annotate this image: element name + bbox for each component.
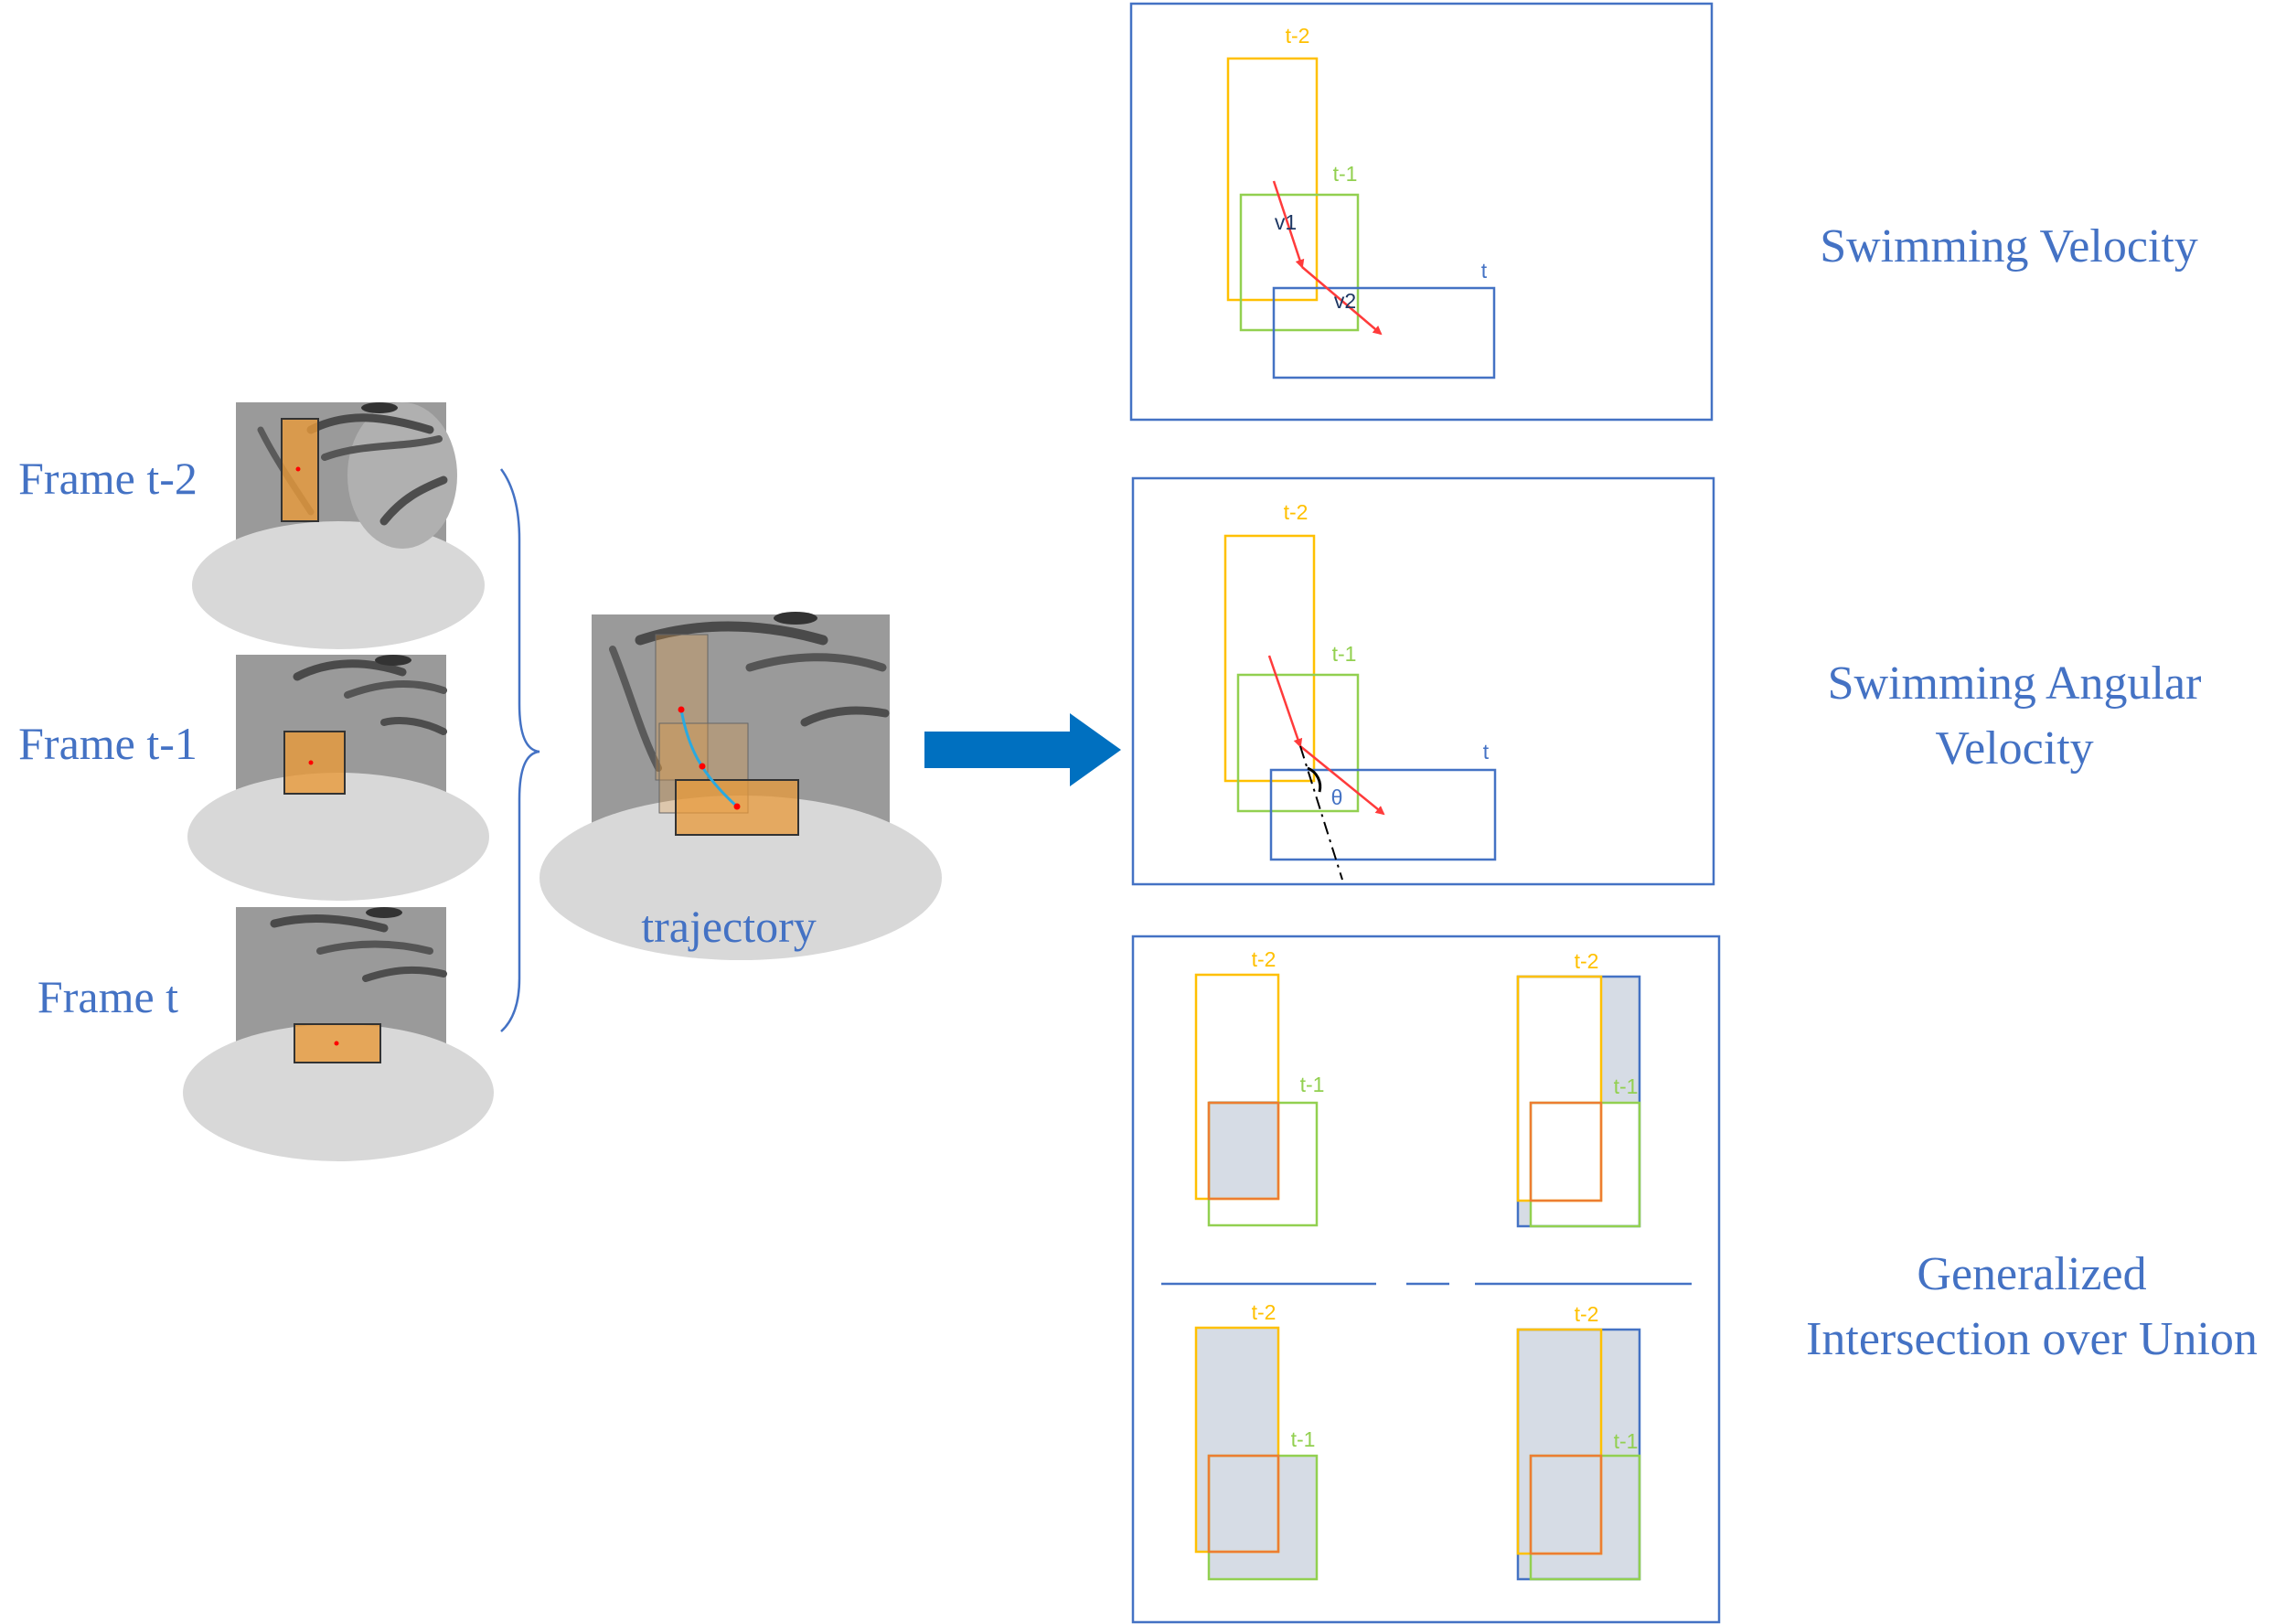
velocity-v2-arrow (1301, 266, 1383, 336)
center-point (334, 1041, 339, 1046)
box-t-1-label: t-1 (1614, 1074, 1639, 1098)
box-t-2-label: t-2 (1252, 947, 1277, 971)
giou-intersection-diagram: t-2 t-1 (1194, 947, 1325, 1227)
giou-hull-total-diagram: t-2 t-1 (1516, 1302, 1641, 1581)
trajectory-curve (679, 709, 739, 808)
extension-line (1299, 745, 1343, 881)
frame-t-label: Frame t (37, 971, 178, 1022)
velocity-v1-arrow (1272, 180, 1305, 269)
center-point (308, 760, 314, 765)
heading-arrow-1 (1267, 655, 1303, 748)
angular-title-line2: Velocity (1935, 722, 2093, 775)
v1-label: v1 (1275, 210, 1297, 234)
detection-box-t-1 (283, 731, 346, 795)
giou-title-line2: Intersection over Union (1806, 1313, 2258, 1365)
box-t-label: t (1481, 259, 1488, 283)
angle-arc (1307, 766, 1322, 793)
velocity-panel: t-2 t-1 t v1 v2 (1129, 2, 1714, 422)
box-t-1-label: t-1 (1332, 642, 1357, 666)
giou-panel: t-2 t-1 t-2 t-1 t-2 t-1 (1131, 935, 1721, 1624)
box-t-1 (1239, 193, 1360, 332)
giou-hull-diagram: t-2 t-1 (1516, 949, 1641, 1228)
frame-t-1-image (187, 655, 489, 901)
box-t-2-label: t-2 (1575, 1302, 1599, 1326)
box-t-label: t (1483, 740, 1490, 764)
theta-label: θ (1331, 785, 1343, 809)
box-t-2 (1226, 57, 1319, 302)
box-t-1-label: t-1 (1614, 1429, 1639, 1453)
grouping-bracket (499, 468, 540, 1032)
box-t-2-label: t-2 (1286, 24, 1310, 48)
v2-label: v2 (1334, 289, 1356, 313)
giou-title-line1: Generalized (1917, 1248, 2146, 1300)
box-t-2 (1223, 534, 1316, 783)
trajectory-image (539, 612, 942, 960)
center-point (295, 466, 301, 472)
angular-title-line1: Swimming Angular (1828, 657, 2202, 710)
frame-t-2-label: Frame t-2 (18, 453, 198, 504)
box-t-2-label: t-2 (1252, 1300, 1277, 1324)
frame-t-image (183, 907, 494, 1161)
box-t-2-label: t-2 (1284, 500, 1309, 524)
heading-arrow-2 (1299, 745, 1385, 816)
box-t-1-label: t-1 (1291, 1427, 1316, 1451)
box-t (1272, 286, 1496, 379)
giou-union-diagram: t-2 t-1 (1194, 1300, 1319, 1581)
box-t-1 (1236, 673, 1360, 813)
box-t (1269, 768, 1497, 861)
box-t-2-label: t-2 (1575, 949, 1599, 973)
box-t-1-label: t-1 (1300, 1073, 1325, 1096)
box-t-1-label: t-1 (1333, 162, 1358, 186)
big-right-arrow (924, 713, 1121, 786)
frame-t-2-image (192, 402, 485, 649)
frame-t-1-label: Frame t-1 (18, 718, 198, 769)
trajectory-label: trajectory (641, 901, 817, 952)
velocity-title: Swimming Velocity (1820, 220, 2198, 272)
angular-velocity-panel: t-2 t-1 t θ (1131, 476, 1715, 886)
